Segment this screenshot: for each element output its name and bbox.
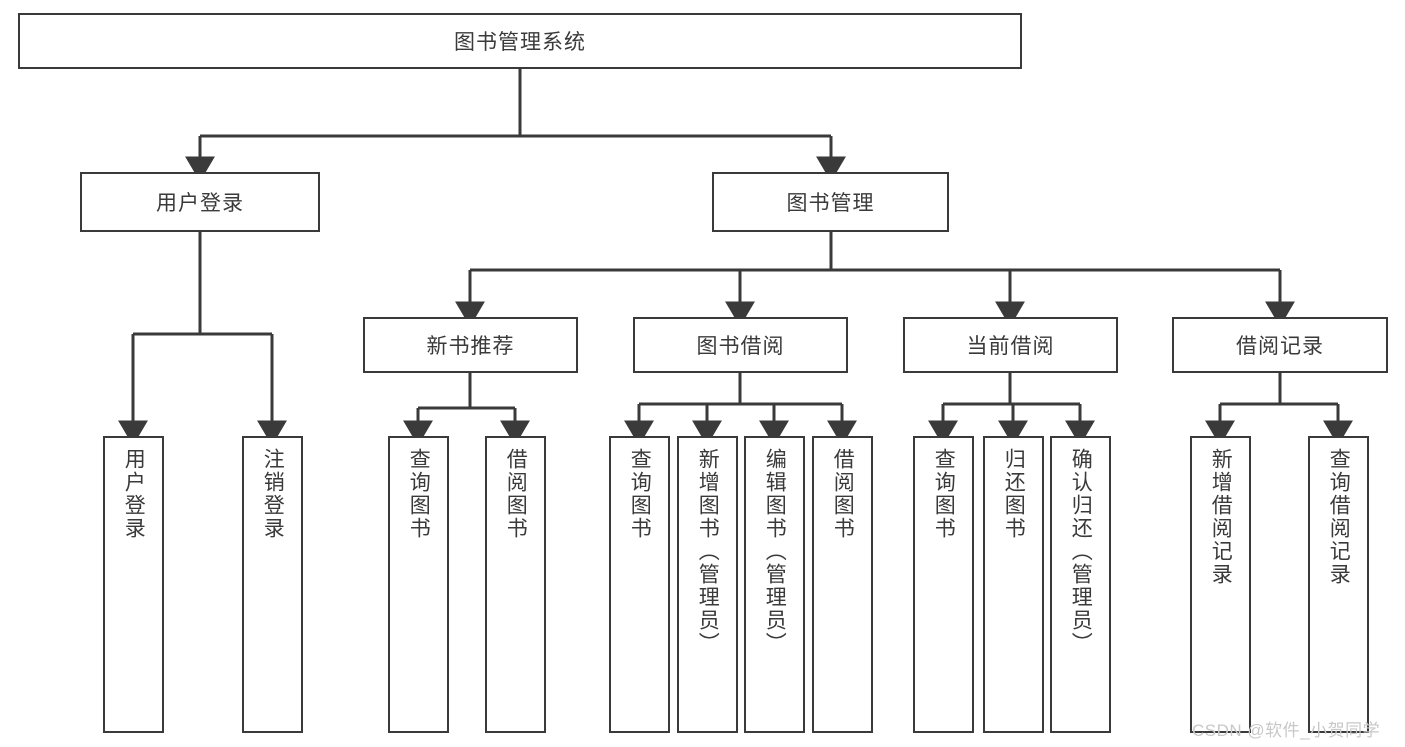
node-leaf-0[interactable]: 用户登录 (103, 436, 164, 733)
node-level2-label: 借阅记录 (1236, 335, 1324, 358)
watermark: CSDN @软件_小贺同学 (1192, 721, 1381, 740)
node-leaf-7[interactable]: 借阅图书 (812, 436, 873, 733)
node-level2-3[interactable]: 借阅记录 (1172, 317, 1388, 373)
node-level1-1[interactable]: 图书管理 (712, 172, 949, 232)
node-leaf-3[interactable]: 借阅图书 (485, 436, 546, 733)
node-leaf-label: 查询图书 (628, 448, 652, 540)
edges (118, 69, 1353, 446)
node-leaf-5[interactable]: 新增图书（管理员） (677, 436, 738, 733)
node-leaf-6[interactable]: 编辑图书（管理员） (744, 436, 805, 733)
node-leaf-label: 用户登录 (122, 448, 146, 540)
node-leaf-label: 查询借阅记录 (1327, 448, 1351, 586)
node-level2-1[interactable]: 图书借阅 (633, 317, 848, 373)
node-leaf-label: 借阅图书 (504, 448, 528, 540)
node-leaf-label: 注销登录 (261, 448, 285, 540)
node-leaf-label: 新增图书（管理员） (696, 448, 720, 655)
node-leaf-10[interactable]: 确认归还（管理员） (1050, 436, 1111, 733)
node-leaf-9[interactable]: 归还图书 (983, 436, 1044, 733)
node-leaf-4[interactable]: 查询图书 (609, 436, 670, 733)
node-level1-0[interactable]: 用户登录 (80, 172, 320, 232)
node-leaf-label: 查询图书 (932, 448, 956, 540)
node-root[interactable]: 图书管理系统 (18, 13, 1022, 69)
node-leaf-label: 归还图书 (1002, 448, 1026, 540)
node-leaf-label: 确认归还（管理员） (1069, 448, 1093, 655)
node-leaf-label: 借阅图书 (831, 448, 855, 540)
node-leaf-11[interactable]: 新增借阅记录 (1190, 436, 1251, 733)
node-leaf-12[interactable]: 查询借阅记录 (1308, 436, 1369, 733)
node-leaf-8[interactable]: 查询图书 (913, 436, 974, 733)
node-leaf-1[interactable]: 注销登录 (242, 436, 303, 733)
node-level1-label: 图书管理 (786, 192, 875, 215)
node-leaf-2[interactable]: 查询图书 (388, 436, 449, 733)
node-level2-label: 当前借阅 (966, 335, 1055, 358)
node-level1-label: 用户登录 (156, 192, 244, 215)
node-level2-0[interactable]: 新书推荐 (363, 317, 578, 373)
node-level2-label: 新书推荐 (426, 335, 515, 358)
node-level2-label: 图书借阅 (696, 335, 785, 358)
node-leaf-label: 新增借阅记录 (1209, 448, 1233, 586)
node-root-label: 图书管理系统 (454, 31, 586, 54)
node-level2-2[interactable]: 当前借阅 (903, 317, 1118, 373)
node-leaf-label: 编辑图书（管理员） (763, 448, 787, 655)
node-leaf-label: 查询图书 (407, 448, 431, 540)
